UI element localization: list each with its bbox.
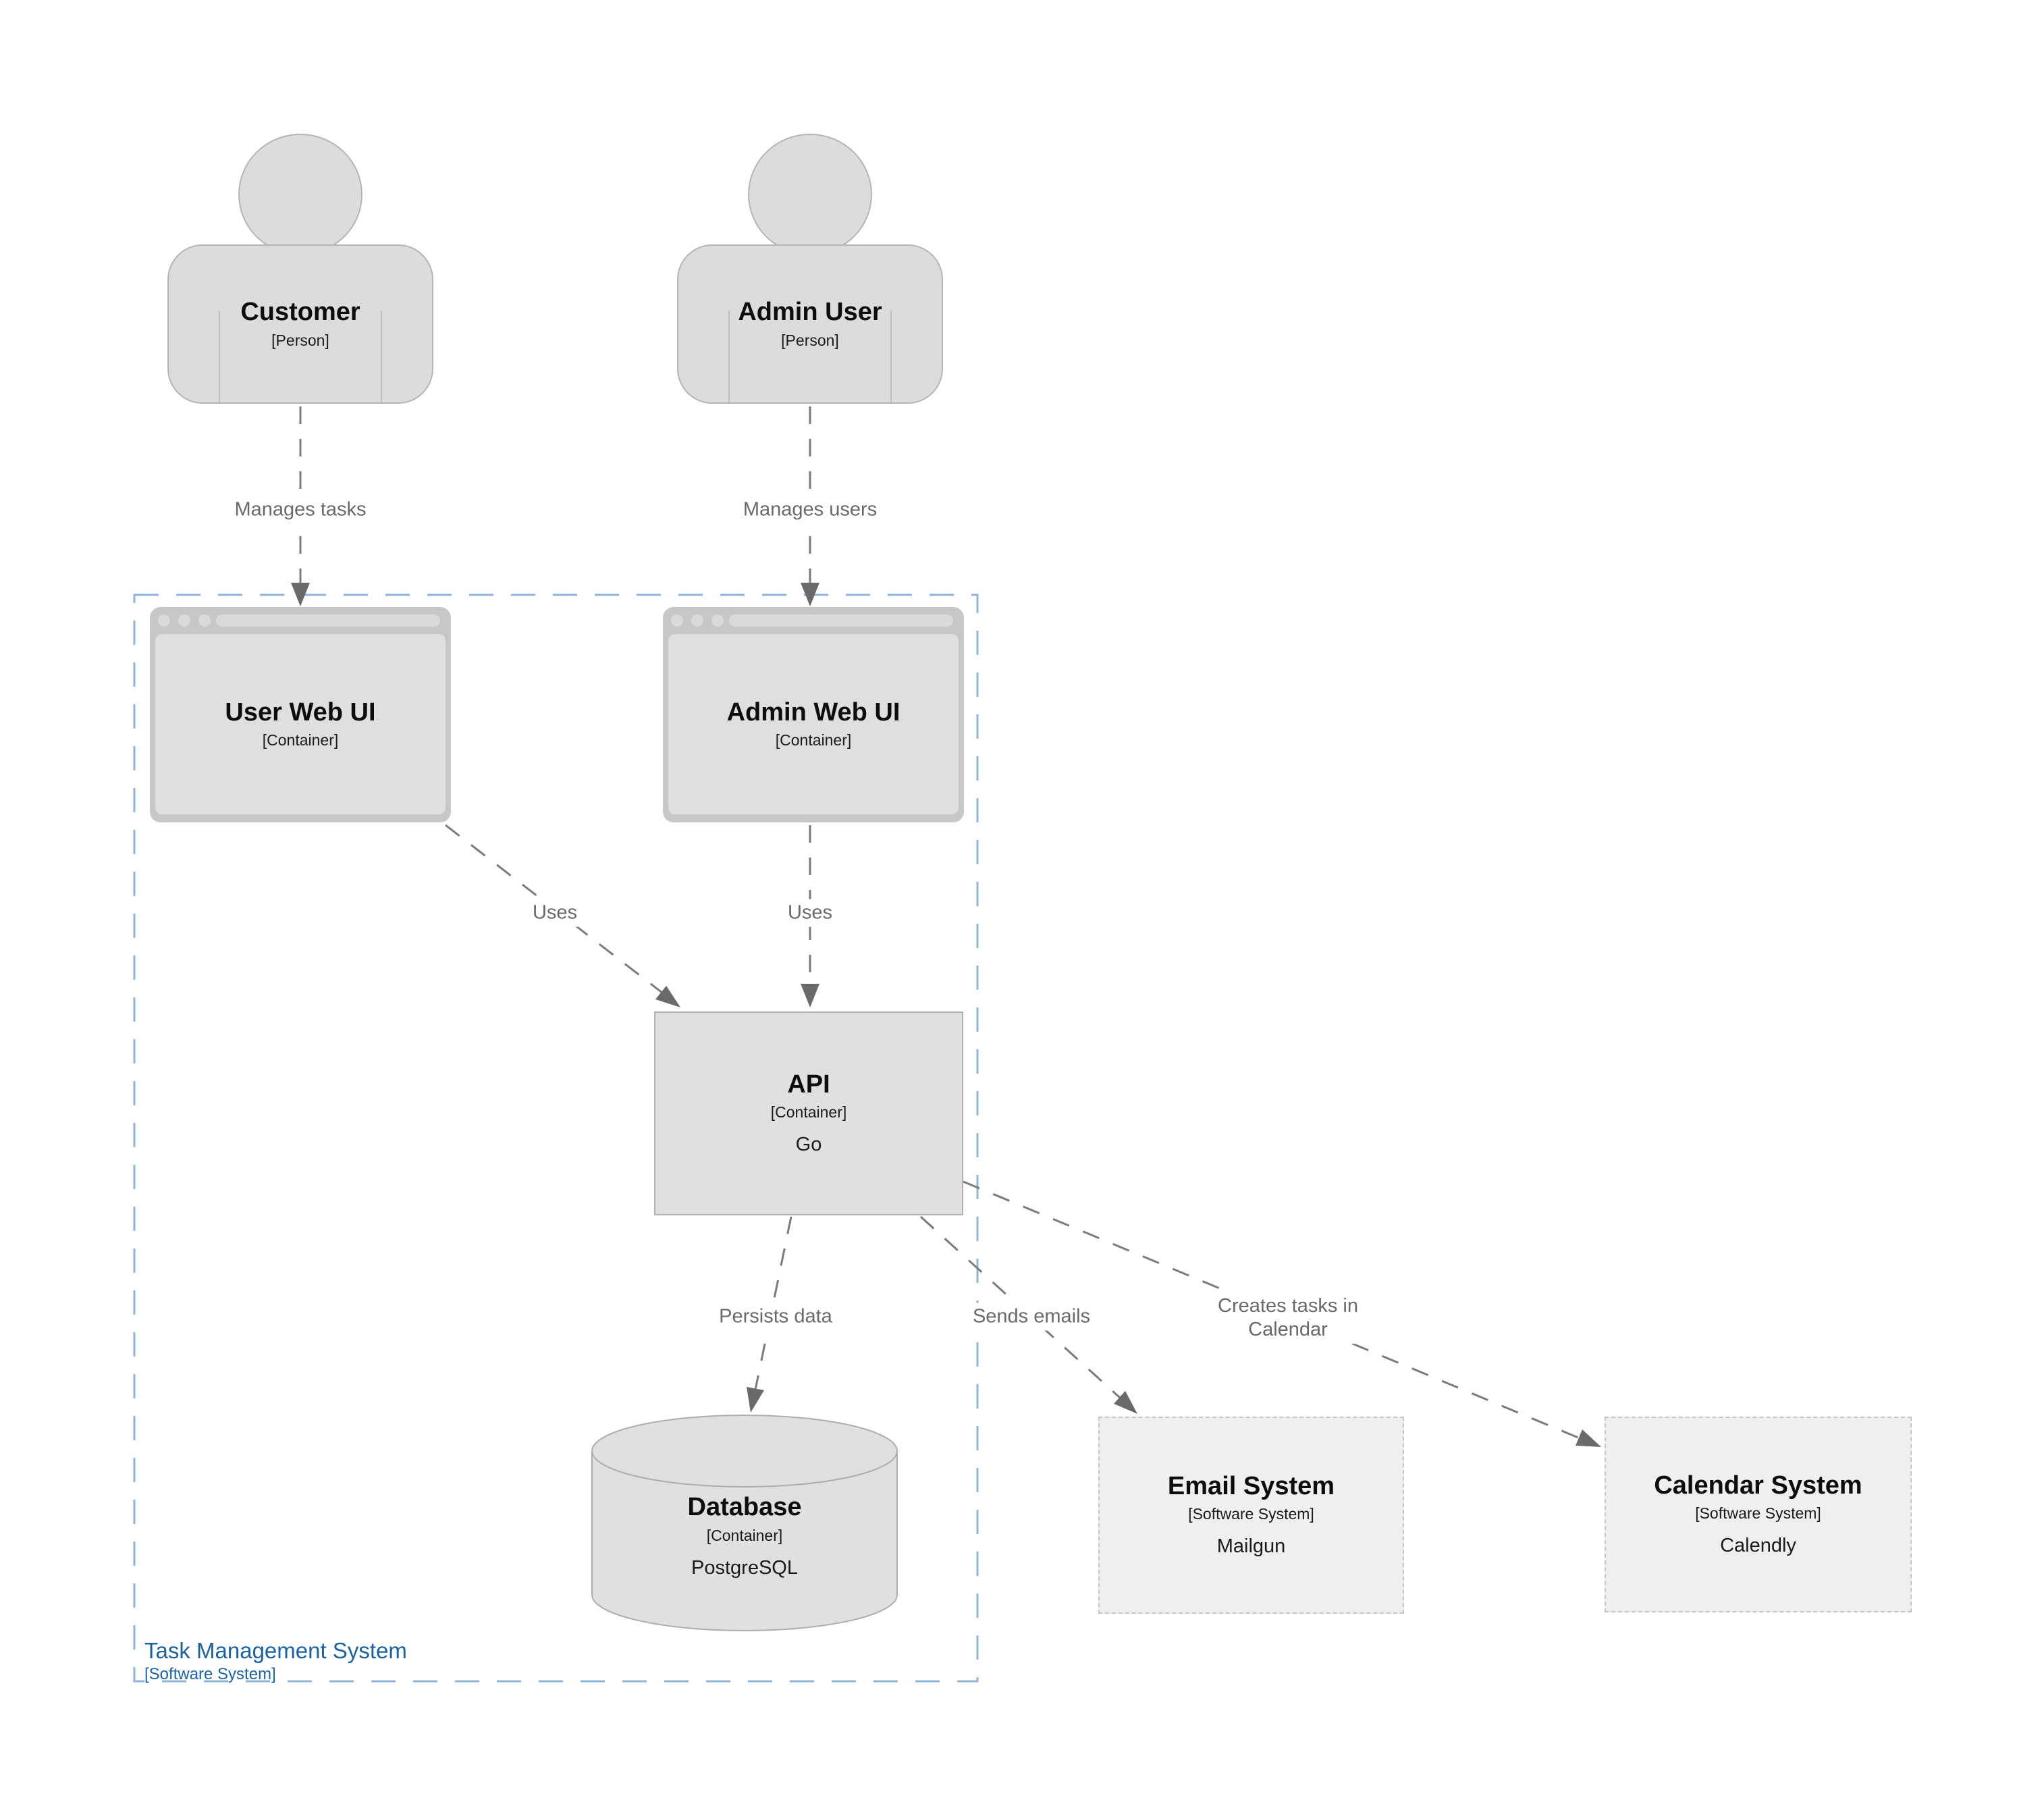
email-system-tech: Mailgun <box>1216 1535 1286 1558</box>
user-web-ui-name: User Web UI <box>225 697 376 727</box>
relationship-label-uses-admin: Uses <box>780 899 840 927</box>
admin-person-icon <box>748 134 872 255</box>
browser-button-icon <box>178 614 190 627</box>
node-api: API [Container] Go <box>654 1011 963 1215</box>
database-cylinder-icon <box>591 1415 898 1631</box>
database-name: Database <box>687 1493 802 1521</box>
arrowhead-email-system <box>1114 1391 1137 1414</box>
node-calendar-system: Calendar System [Software System] Calend… <box>1605 1417 1912 1612</box>
browser-button-icon <box>671 614 683 627</box>
admin-arm-line <box>728 311 730 402</box>
node-customer: Customer [Person] <box>167 244 433 404</box>
system-boundary-outline <box>133 594 979 1683</box>
browser-urlbar-icon <box>216 614 440 627</box>
node-database: Database [Container] PostgreSQL <box>591 1493 898 1579</box>
relationship-label-sends-emails: Sends emails <box>965 1302 1098 1331</box>
boundary-meta: [Software System] <box>144 1664 276 1683</box>
arrowhead-database <box>747 1387 764 1413</box>
calendar-system-tech: Calendly <box>1720 1535 1796 1557</box>
node-user-web-ui: User Web UI [Container] <box>150 607 451 822</box>
browser-button-icon <box>158 614 170 627</box>
browser-button-icon <box>198 614 211 627</box>
relationship-label-manages-users: Manages users <box>736 496 884 524</box>
arrowhead-api-from-user-ui <box>655 986 680 1007</box>
browser-button-icon <box>691 614 703 627</box>
calendar-system-meta: [Software System] <box>1695 1504 1821 1523</box>
browser-button-icon <box>711 614 724 627</box>
customer-person-icon <box>238 134 362 255</box>
admin-arm-line <box>890 311 892 402</box>
email-system-name: Email System <box>1167 1471 1335 1500</box>
database-tech: PostgreSQL <box>691 1556 798 1579</box>
arrowhead-calendar-system <box>1576 1429 1601 1447</box>
api-tech: Go <box>795 1134 822 1156</box>
admin-user-meta: [Person] <box>781 331 839 349</box>
customer-meta: [Person] <box>271 331 329 349</box>
relationship-label-creates-tasks: Creates tasks in Calendar <box>1206 1292 1370 1344</box>
arrowhead-user-web-ui <box>291 583 310 606</box>
node-admin-web-ui: Admin Web UI [Container] <box>663 607 964 822</box>
api-name: API <box>787 1070 830 1099</box>
line-api-to-database <box>754 1216 792 1390</box>
email-system-meta: [Software System] <box>1188 1505 1314 1523</box>
customer-name: Customer <box>240 298 360 327</box>
api-meta: [Container] <box>770 1103 847 1122</box>
relationship-label-persists-data: Persists data <box>712 1302 839 1331</box>
user-web-ui-content: User Web UI [Container] <box>155 634 446 814</box>
customer-arm-line <box>381 311 382 402</box>
system-boundary-label: Task Management System [Software System] <box>144 1638 407 1683</box>
admin-user-name: Admin User <box>738 298 882 327</box>
relationship-label-uses-user: Uses <box>525 899 585 927</box>
arrowhead-admin-web-ui <box>801 583 819 606</box>
browser-urlbar-icon <box>729 614 953 627</box>
customer-arm-line <box>219 311 220 402</box>
node-admin-user: Admin User [Person] <box>677 244 943 404</box>
calendar-system-name: Calendar System <box>1654 1471 1862 1500</box>
arrowhead-api-from-admin-ui <box>801 984 819 1007</box>
relationship-label-manages-tasks: Manages tasks <box>227 496 373 524</box>
admin-web-ui-meta: [Container] <box>775 731 852 749</box>
node-email-system: Email System [Software System] Mailgun <box>1098 1417 1404 1614</box>
user-web-ui-meta: [Container] <box>262 731 339 749</box>
admin-web-ui-content: Admin Web UI [Container] <box>668 634 959 814</box>
database-meta: [Container] <box>706 1526 783 1544</box>
boundary-name: Task Management System <box>144 1638 407 1663</box>
admin-web-ui-name: Admin Web UI <box>726 697 900 727</box>
